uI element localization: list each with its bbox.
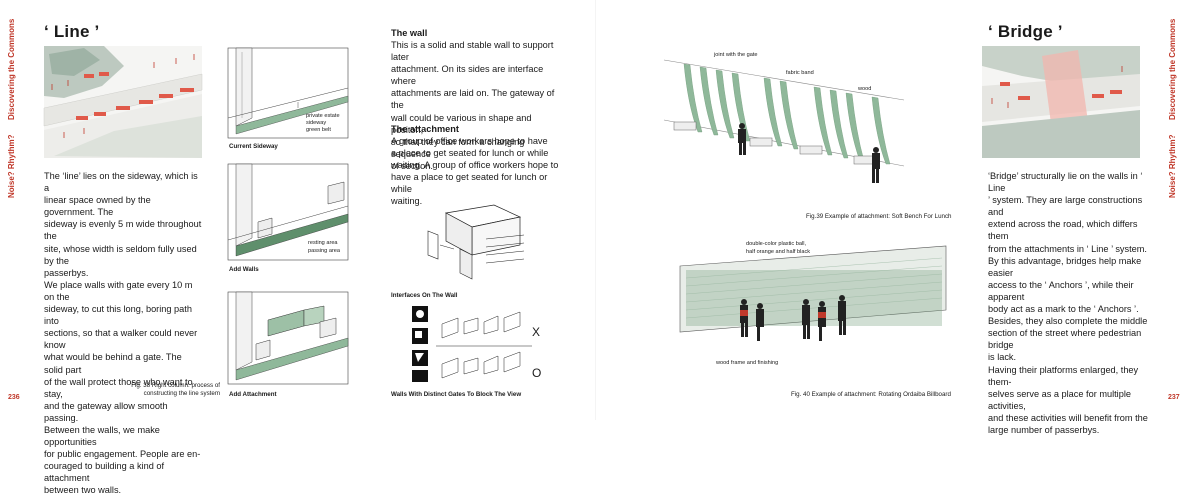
wall-text-line: so that they can form a changing sequenc…	[391, 136, 525, 159]
add-walls-diagram	[227, 163, 349, 261]
bridge-title: ‘ Bridge ’	[988, 22, 1063, 41]
walls-caption: Walls With Distinct Gates To Block The V…	[391, 391, 522, 398]
bridge-paragraph-line: selves serve as a place for multiple act…	[988, 388, 1131, 411]
soft-bench-illustration	[663, 59, 905, 183]
symbol-o: O	[532, 366, 542, 380]
line-paragraph-line: what would be behind a gate. The solid p…	[44, 352, 182, 375]
wall-text-line: attachments are laid on. The gateway of …	[391, 88, 555, 111]
interfaces-caption: Interfaces On The Wall	[391, 292, 458, 299]
label-private-estate: private estate	[306, 113, 340, 119]
wall-interface-exploded-diagram	[427, 204, 525, 280]
bridge-paragraph-line: from the attachments in ‘ Line ’ system.	[988, 243, 1147, 254]
label-ball-2: half orange and half black	[746, 249, 811, 255]
bridge-paragraph: ‘Bridge’ structurally lie on the walls i…	[988, 170, 1158, 436]
right-page: joint with the gate fabric band wood Fig…	[596, 0, 1191, 435]
caption-add-attachment: Add Attachment	[229, 391, 277, 398]
attachment-heading: The attachment	[391, 124, 459, 134]
page-gutter	[595, 0, 596, 420]
current-sideway-diagram	[227, 47, 349, 139]
side-tab-bottom-right: Noise? Rhythm?	[1168, 134, 1177, 198]
label-wood: wood	[858, 86, 872, 92]
wall-heading: The wall	[391, 28, 428, 38]
attachment-text-line: A group of office workers hope to have	[391, 136, 548, 146]
bridge-paragraph-line: and these activities will benefit from t…	[988, 412, 1148, 423]
caption-current-sideway: Current Sideway	[229, 143, 278, 150]
bridge-aerial-illustration	[982, 46, 1140, 158]
attachment-text-line: a place to get seated for lunch or while	[391, 148, 549, 159]
label-sideway: sideway	[306, 120, 327, 126]
attachment-text: A group of office workers hope to have a…	[391, 135, 561, 208]
wall-text-line: This is a solid and stable wall to suppo…	[391, 40, 554, 63]
fig40-caption: Fig. 40 Example of attachment: Rotating …	[791, 391, 951, 398]
page-number-right: 237	[1168, 394, 1180, 401]
line-paragraph-line: We place walls with gate every 10 m on t…	[44, 279, 193, 302]
label-passing-area: passing area	[308, 248, 341, 254]
label-resting-area: resting area	[308, 240, 338, 246]
bridge-paragraph-line: By this advantage, bridges help make eas…	[988, 255, 1142, 278]
side-tab-top-right: Discovering the Commons	[1168, 18, 1177, 120]
line-paragraph-line: of the wall protect those who want to st…	[44, 376, 193, 399]
bridge-paragraph-line: section of the street where pedestrian b…	[988, 328, 1142, 351]
bridge-paragraph-line: body act as a mark to the ‘ Anchors ’.	[988, 304, 1139, 315]
bridge-paragraph-line: Having their platforms enlarged, they th…	[988, 364, 1139, 387]
line-paragraph-line: and the gateway allow smooth passing.	[44, 400, 168, 423]
bridge-paragraph-line: Besides, they also complete the middle	[988, 316, 1148, 327]
line-paragraph-line: for public engagement. People are en-	[44, 449, 201, 460]
line-paragraph-line: sideway is evenly 5 m wide throughout th…	[44, 219, 202, 242]
side-tab-bottom: Noise? Rhythm?	[7, 134, 16, 198]
label-fabric: fabric band	[786, 70, 814, 76]
billboard-illustration	[679, 245, 947, 341]
side-tab-top: Discovering the Commons	[7, 18, 16, 120]
line-paragraph-line: sideway, to cut this long, boring path i…	[44, 304, 192, 327]
bridge-paragraph-line: large number of passerbys.	[988, 424, 1100, 435]
label-green-belt: green belt	[306, 127, 331, 133]
fig39-caption: Fig.39 Example of attachment: Soft Bench…	[806, 213, 952, 220]
label-ball-1: double-color plastic ball,	[746, 241, 807, 247]
bridge-paragraph-line: is lack.	[988, 352, 1017, 363]
attachment-text-line: waiting. A group of office workers hope …	[391, 160, 559, 171]
line-aerial-illustration	[43, 46, 203, 158]
line-paragraph-line: sections, so that a walker could never k…	[44, 328, 198, 351]
symbol-x: X	[532, 325, 541, 339]
label-joint: joint with the gate	[714, 52, 758, 58]
bridge-paragraph-line: ’ system. They are large constructions a…	[988, 195, 1143, 218]
label-frame: wood frame and finishing	[716, 360, 779, 366]
line-paragraph: The ‘line’ lies on the sideway, which is…	[44, 170, 202, 497]
line-paragraph-line: site, whose width is seldom fully used b…	[44, 243, 197, 266]
wall-text-line: wall could be various in shape and posit…	[391, 112, 532, 135]
attachment-text-line: waiting.	[391, 196, 423, 207]
wall-text-line: attachment. On its sides are interface w…	[391, 64, 544, 87]
wall-text-line: of section.	[391, 160, 433, 171]
line-paragraph-line: passerbys.	[44, 267, 89, 278]
wall-text: This is a solid and stable wall to suppo…	[391, 39, 561, 172]
fig38-caption-line: constructing the line system	[143, 389, 220, 397]
bridge-paragraph-line: access to the ‘ Anchors ’, while their a…	[988, 279, 1134, 302]
left-page: Discovering the Commons Noise? Rhythm? ‘…	[0, 0, 595, 495]
caption-add-walls: Add Walls	[229, 266, 259, 273]
add-attachment-diagram	[227, 291, 349, 385]
line-paragraph-line: linear space owned by the government. Th…	[44, 195, 151, 218]
line-title: ‘ Line ’	[44, 22, 100, 41]
line-paragraph-line: between two walls.	[44, 485, 122, 496]
fig38-caption-line: Fig. 38 Right column: process of	[131, 382, 220, 389]
attachment-text-line: have a place to get seated for lunch or …	[391, 172, 548, 195]
walls-gates-diagram	[412, 306, 532, 382]
bridge-paragraph-line: extend across the road, which differs th…	[988, 219, 1138, 242]
line-paragraph-line: Between the walls, we make opportunities	[44, 424, 160, 448]
bridge-paragraph-line: ‘Bridge’ structurally lie on the walls i…	[988, 171, 1143, 194]
line-paragraph-line: The ‘line’ lies on the sideway, which is…	[44, 171, 198, 194]
fig38-caption: Fig. 38 Right column: process of constru…	[100, 382, 220, 397]
page-number-left: 236	[8, 394, 20, 401]
line-paragraph-line: couraged to building a kind of attachmen…	[44, 461, 165, 484]
